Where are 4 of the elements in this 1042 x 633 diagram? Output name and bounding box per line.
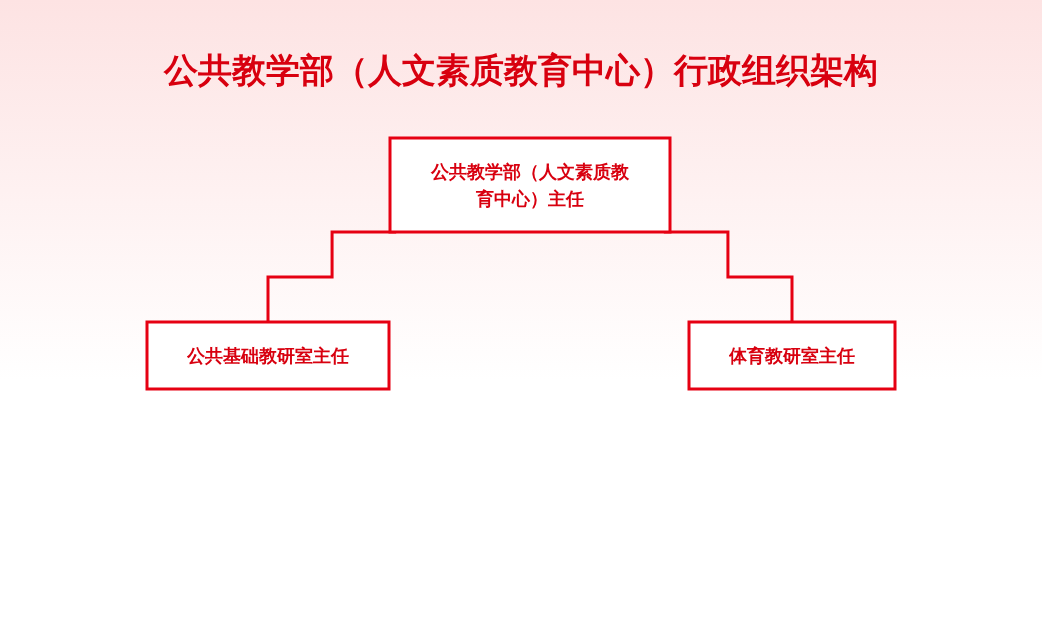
- node-box: 公共教学部（人文素质教育中心）主任: [388, 136, 672, 234]
- node-box: 公共基础教研室主任: [145, 320, 391, 391]
- node-box: 体育教研室主任: [687, 320, 897, 391]
- diagram-title: 公共教学部（人文素质教育中心）行政组织架构: [162, 49, 879, 92]
